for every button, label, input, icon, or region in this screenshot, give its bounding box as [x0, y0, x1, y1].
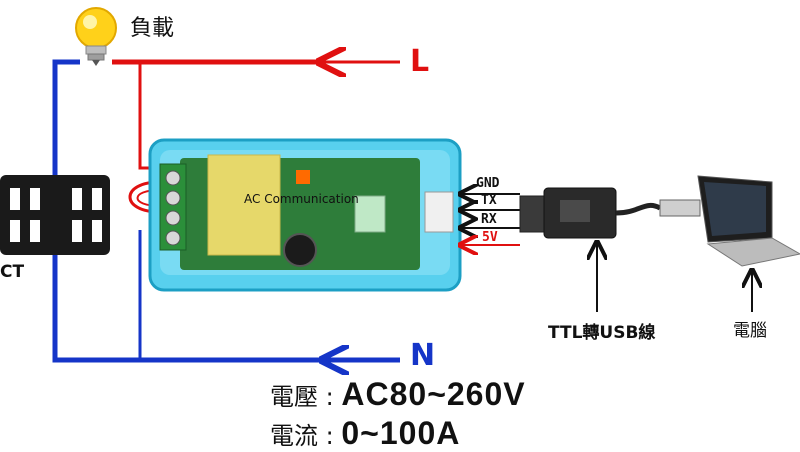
current-transformer-icon [0, 175, 110, 255]
ct-label: CT [0, 262, 25, 282]
voltage-spec: 電壓 : AC80~260V [270, 376, 526, 413]
voltage-spec-separator: : [325, 383, 334, 411]
current-spec-separator: : [325, 422, 334, 450]
live-line-label: L [410, 44, 430, 79]
current-spec: 電流 : 0~100A [270, 415, 460, 452]
pin-gnd-label: GND [476, 176, 500, 191]
ttl-usb-adapter-icon [519, 187, 701, 239]
light-bulb-icon [75, 7, 117, 66]
current-spec-name: 電流 [270, 422, 318, 450]
laptop-icon [697, 175, 800, 267]
voltage-spec-value: AC80~260V [341, 376, 526, 412]
usb-cable-label: TTL轉USB線 [548, 323, 656, 343]
load-label: 負載 [130, 16, 175, 41]
current-spec-value: 0~100A [341, 415, 461, 451]
pin-5v-label: 5V [482, 230, 498, 245]
voltage-spec-name: 電壓 [270, 383, 318, 411]
pin-tx-label: TX [481, 193, 497, 208]
computer-label: 電腦 [733, 321, 767, 341]
pin-rx-label: RX [481, 212, 497, 227]
neutral-line-label: N [410, 338, 436, 373]
ac-communication-module [148, 138, 462, 292]
module-text: AC Communication [244, 192, 359, 206]
